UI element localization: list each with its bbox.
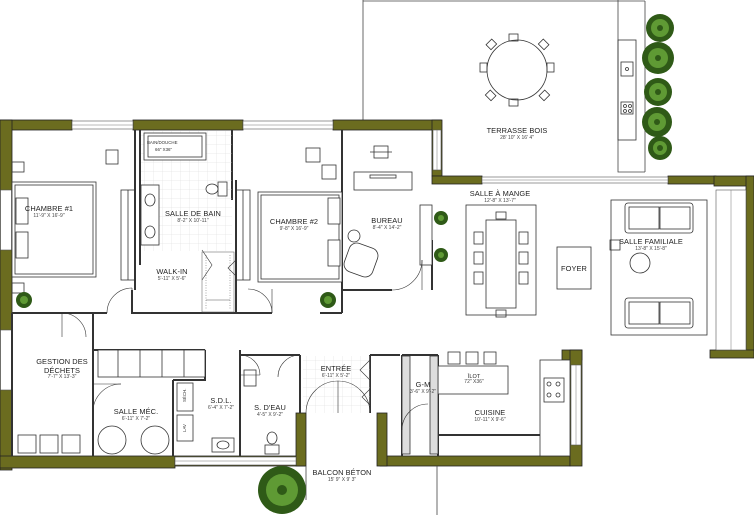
room-dimension: 15' 9" X 9' 3" <box>327 476 357 483</box>
bookshelf <box>419 204 433 266</box>
room-dimension: 4'-5" X 9'-2" <box>256 411 284 418</box>
nightstands-2 <box>305 147 337 180</box>
bathtub-size: 66" X36" <box>155 147 173 152</box>
tree-balcony <box>258 466 306 514</box>
room-name: G-M <box>415 380 431 389</box>
room-dimension: 6'-4" X 7'-2" <box>207 404 235 411</box>
room-name: SALLE FAMILIALE <box>619 237 683 246</box>
room-name: TERRASSE BOIS <box>486 126 548 135</box>
closet-1 <box>120 189 136 281</box>
room-name: ÎLOT <box>467 374 481 380</box>
room-name: BUREAU <box>371 216 403 225</box>
room-name: CUISINE <box>474 408 506 417</box>
room-label-sdb: SALLE DE BAIN 8'-2" X 10'-11" <box>165 209 221 224</box>
balcony <box>305 466 438 515</box>
outdoor-kitchen <box>617 39 637 141</box>
room-dimension: 12'-8" X 13'-7" <box>484 197 516 204</box>
island <box>437 351 509 395</box>
doors <box>61 249 429 431</box>
window-mullions <box>72 124 732 462</box>
room-label-entree: ENTRÉE 6'-11" X 5'-2" <box>320 364 352 379</box>
room-dimension: 11'-9" X 16'-9" <box>33 212 65 219</box>
room-dimension: 5'-11" X 5'-6" <box>157 275 187 282</box>
room-label-foyer: FOYER <box>561 264 587 274</box>
room-label-sdeau: S. D'EAU 4'-5" X 9'-2" <box>254 403 286 418</box>
bathtub <box>143 132 207 161</box>
room-label-cuisine: CUISINE 10'-11" X 9'-6" <box>474 408 506 423</box>
room-label-balcon: BALCON BÉTON 15' 9" X 9' 3" <box>312 468 372 483</box>
room-label-ilot: ÎLOT 72" X36" <box>464 374 483 386</box>
bed-1 <box>11 161 97 294</box>
deck-outline <box>362 0 646 173</box>
washer-dryer <box>176 382 194 442</box>
plant-bedroom-1 <box>16 292 32 308</box>
room-name: BALCON BÉTON <box>312 468 372 477</box>
room-label-bureau: BUREAU 8'-4" X 14'-2" <box>371 216 403 231</box>
fireplace <box>556 246 592 290</box>
room-label-chambre2: CHAMBRE #2 9'-8" X 16'-9" <box>269 217 319 232</box>
room-name: WALK-IN <box>156 267 188 276</box>
room-label-salle-a-manger: SALLE À MANGE 12'-8" X 13'-7" <box>469 189 531 204</box>
room-name: S. D'EAU <box>254 403 286 412</box>
washer-label: LAV <box>182 424 187 432</box>
deck-dining-table <box>479 33 555 107</box>
room-dimension: 7'-7" X 13'-3" <box>47 374 77 381</box>
room-name: CHAMBRE #2 <box>269 217 319 226</box>
tree-column <box>642 14 674 160</box>
room-label-walkin: WALK-IN 5'-11" X 5'-6" <box>156 267 188 282</box>
room-name: SALLE À MANGE <box>469 189 531 198</box>
room-dimension: 6'-11" X 5'-2" <box>321 372 351 379</box>
room-name: ENTRÉE <box>320 364 352 373</box>
plant-bureau-2 <box>434 248 448 262</box>
room-label-sdl: S.D.L. 6'-4" X 7'-2" <box>207 396 235 411</box>
room-dimension: 9'-8" X 16'-9" <box>279 225 309 232</box>
room-name: S.D.L. <box>210 396 232 405</box>
living-area <box>609 199 708 336</box>
counter-bench <box>97 349 206 378</box>
dryer-label: SÉCH. <box>182 388 187 402</box>
room-dimension: 10'-11" X 9'-6" <box>474 416 506 423</box>
bathtub-label: BAIN/DOUCHE <box>147 140 178 145</box>
walk-in-rack <box>201 251 235 313</box>
toilet-2 <box>243 369 280 455</box>
bed-2 <box>257 191 343 283</box>
room-label-famille: SALLE FAMILIALE 13'-8" X 15'-8" <box>619 237 683 252</box>
room-name: FOYER <box>561 264 587 273</box>
room-name: CHAMBRE #1 <box>24 204 74 213</box>
room-label-chambre1: CHAMBRE #1 11'-9" X 16'-9" <box>24 204 74 219</box>
room-label-terrasse: TERRASSE BOIS 28' 10" X 16' 4" <box>486 126 548 141</box>
room-label-gm: G-M 3'-6" X 9'-2" <box>409 380 437 395</box>
room-dimension: 3'-6" X 9'-2" <box>409 388 437 395</box>
entry-tile <box>303 356 370 413</box>
room-dimension: 28' 10" X 16' 4" <box>500 134 534 141</box>
armchair <box>343 229 379 278</box>
room-dimension: 6'-11" X 7'-2" <box>121 415 151 422</box>
pantry <box>401 355 439 455</box>
plant-bureau-1 <box>434 211 448 225</box>
desk-chair-1 <box>105 149 119 165</box>
room-dimension: 13'-8" X 15'-8" <box>635 245 667 252</box>
dining-area <box>465 204 537 318</box>
room-name: SALLE DE BAIN <box>165 209 221 218</box>
sink-sdl <box>211 437 235 453</box>
room-dimension: 8'-4" X 14'-2" <box>372 224 402 231</box>
plant-bedroom-2 <box>320 292 336 308</box>
kitchen-counter <box>539 359 571 457</box>
room-dimension: 8'-2" X 10'-11" <box>177 217 209 224</box>
room-name: SALLE MÉC. <box>113 407 159 416</box>
toilet-1 <box>205 181 228 197</box>
water-heater <box>97 425 170 455</box>
vanity <box>140 184 160 246</box>
room-name: GESTION DES DÉCHETS <box>36 357 88 375</box>
waste-bins <box>17 434 81 454</box>
room-dimension: 72" X36" <box>464 379 484 386</box>
desk <box>353 145 413 191</box>
room-label-dechets: GESTION DES DÉCHETS 7'-7" X 13'-3" <box>35 357 89 381</box>
room-label-mec: SALLE MÉC. 6'-11" X 7'-2" <box>113 407 159 422</box>
closet-2 <box>235 189 251 281</box>
